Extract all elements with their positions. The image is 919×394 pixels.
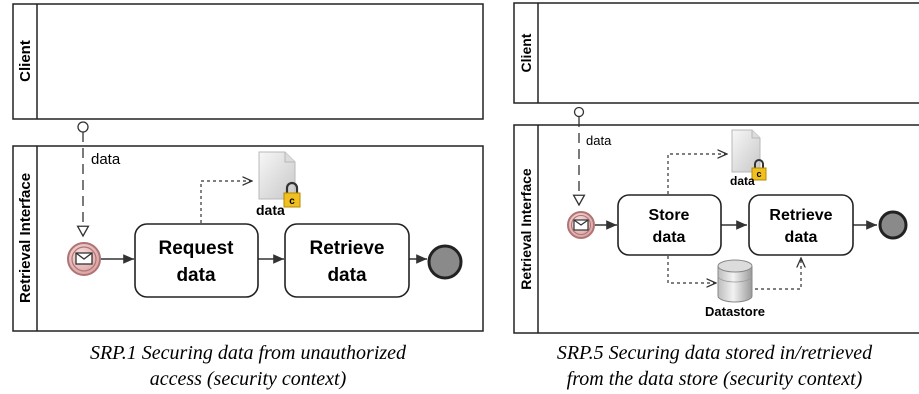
message-flow-label: data [91, 151, 121, 168]
task-request-data: Request data [134, 223, 259, 298]
client-pool: Client [513, 2, 919, 104]
end-event [878, 210, 908, 240]
task-store-data: Store data [617, 194, 722, 256]
retrieval-interface-pool-label: Retrieval Interface [17, 173, 34, 303]
task-label-line1: Retrieve [310, 238, 385, 259]
data-association [200, 181, 252, 223]
task-retrieve-data: Retrieve data [748, 194, 854, 256]
task-label-line2: data [653, 229, 686, 246]
lock-letter: c [756, 169, 761, 179]
data-object-label: data [256, 202, 285, 218]
lock-icon: c [283, 181, 301, 208]
lock-icon: c [751, 159, 767, 181]
envelope-icon [573, 219, 589, 231]
data-association [667, 154, 727, 194]
end-event [427, 244, 463, 280]
task-label-line2: data [327, 265, 367, 286]
datastore: Datastore [705, 259, 765, 319]
lock-letter: c [289, 196, 295, 207]
message-flow: data [575, 106, 612, 206]
task-label-line2: data [785, 229, 818, 246]
data-association [755, 258, 801, 290]
datastore-label: Datastore [705, 304, 765, 319]
envelope-icon [75, 252, 93, 265]
caption-right-line2: from the data store (security context) [566, 368, 863, 390]
left-diagram: Client Retrieval Interface data [12, 3, 484, 332]
task-label-line2: data [176, 265, 216, 286]
message-flow: data [78, 121, 121, 236]
caption-right: SRP.5 Securing data stored in/retrieved … [510, 340, 919, 392]
data-object-label: data [730, 174, 755, 188]
task-label-line1: Request [159, 238, 235, 259]
caption-left-line2: access (security context) [149, 368, 347, 390]
message-flow-label: data [586, 133, 612, 148]
data-object: c data [256, 151, 301, 218]
caption-left: SRP.1 Securing data from unauthorized ac… [13, 340, 483, 392]
retrieval-interface-pool-label: Retrieval Interface [518, 168, 534, 290]
task-label-line1: Retrieve [769, 207, 832, 224]
client-pool-label: Client [17, 40, 34, 82]
data-object: c data [730, 129, 767, 188]
message-start-event [567, 211, 595, 239]
data-association [667, 256, 716, 283]
caption-right-line1: SRP.5 Securing data stored in/retrieved [556, 342, 873, 364]
message-start-event [67, 242, 101, 276]
client-pool: Client [12, 3, 484, 120]
task-retrieve-data: Retrieve data [284, 223, 410, 298]
client-pool-label: Client [518, 33, 534, 72]
right-diagram: Client Retrieval Interface data [513, 2, 919, 334]
task-label-line1: Store [649, 207, 690, 224]
caption-left-line1: SRP.1 Securing data from unauthorized [89, 342, 407, 364]
